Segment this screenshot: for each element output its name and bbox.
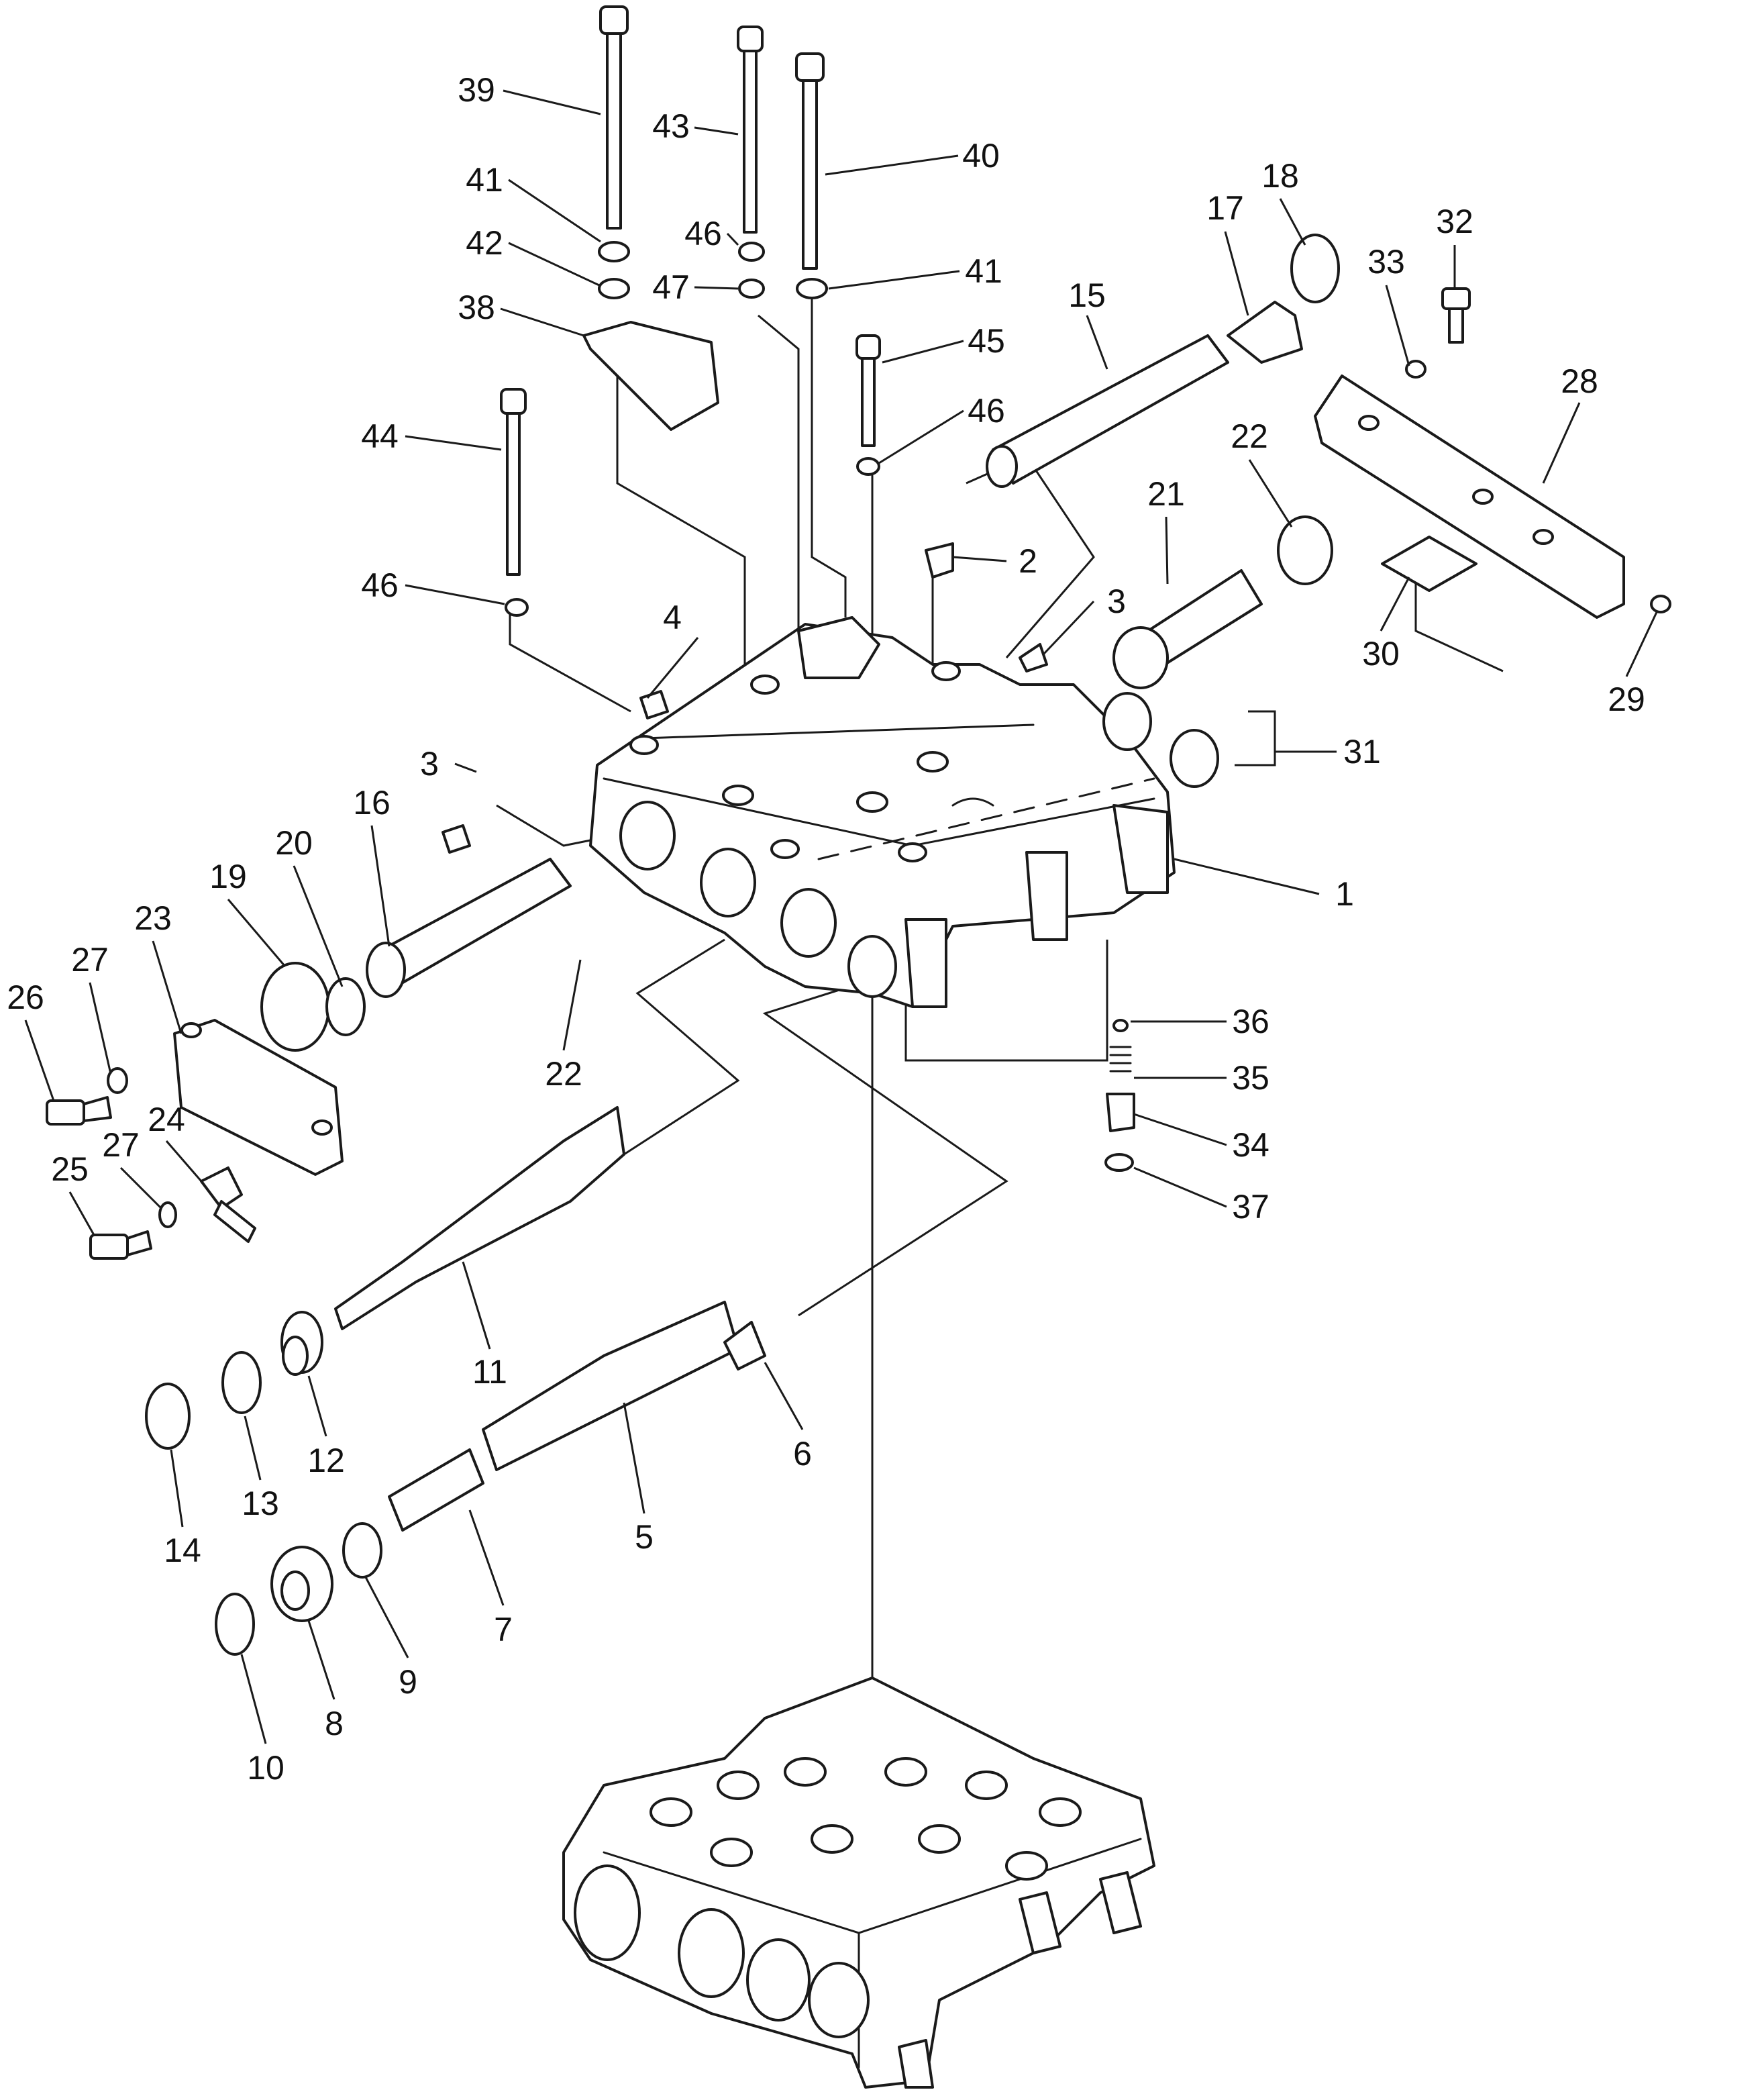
valve-body	[589, 616, 1176, 1008]
washers	[505, 241, 880, 617]
callout-47: 47	[652, 268, 690, 306]
callout-36: 36	[1232, 1003, 1269, 1040]
callout-22b: 22	[545, 1055, 582, 1093]
callout-43: 43	[652, 107, 690, 145]
callout-13: 13	[242, 1485, 279, 1522]
callout-1: 1	[1335, 875, 1354, 913]
callout-9: 9	[399, 1663, 417, 1701]
callout-39: 39	[458, 71, 495, 109]
upper-spools	[442, 234, 1340, 854]
callout-32: 32	[1436, 203, 1473, 240]
callout-41: 41	[466, 161, 503, 199]
callout-29: 29	[1608, 681, 1645, 718]
callout-42: 42	[466, 224, 503, 262]
callout-21: 21	[1147, 475, 1185, 513]
callout-4: 4	[663, 599, 682, 636]
callout-14: 14	[164, 1532, 201, 1569]
bolts	[500, 5, 881, 576]
callout-40: 40	[962, 137, 1000, 174]
callout-11: 11	[472, 1353, 507, 1391]
small-plug-set	[1104, 1019, 1135, 1172]
callout-8: 8	[325, 1705, 344, 1742]
callout-41b: 41	[965, 252, 1002, 290]
callout-27: 27	[71, 941, 109, 979]
callout-27b: 27	[102, 1126, 140, 1164]
callout-3b: 3	[1107, 583, 1126, 620]
callout-35: 35	[1232, 1059, 1269, 1097]
left-parts	[46, 858, 572, 1260]
callout-7: 7	[494, 1611, 513, 1648]
callout-33: 33	[1367, 243, 1405, 281]
cover-plate	[1314, 287, 1671, 619]
callout-37: 37	[1232, 1188, 1269, 1226]
leader-lines	[496, 289, 1504, 1852]
callout-2: 2	[1019, 542, 1037, 580]
callout-22: 22	[1231, 417, 1268, 455]
callout-46: 46	[361, 566, 399, 604]
callout-16: 16	[353, 784, 391, 821]
callout-46c: 46	[968, 392, 1005, 430]
callout-23: 23	[134, 899, 172, 937]
callout-46b: 46	[684, 215, 722, 252]
callout-10: 10	[247, 1749, 284, 1787]
callout-12: 12	[307, 1442, 345, 1479]
lower-spools	[145, 1106, 766, 1656]
callout-19: 19	[209, 858, 247, 895]
callout-18: 18	[1261, 157, 1299, 195]
callout-38: 38	[458, 289, 495, 326]
bracket	[582, 321, 719, 431]
callout-17: 17	[1206, 189, 1244, 227]
callout-31: 31	[1343, 733, 1381, 770]
callout-3: 3	[420, 745, 439, 783]
callout-15: 15	[1068, 277, 1106, 314]
callout-24: 24	[148, 1101, 185, 1138]
callout-45: 45	[968, 322, 1005, 360]
callout-26: 26	[7, 979, 44, 1016]
callout-5: 5	[635, 1518, 654, 1556]
callout-28: 28	[1561, 362, 1598, 400]
label-leaders	[24, 89, 1659, 1744]
lower-manifold	[562, 1677, 1155, 2089]
callout-20: 20	[275, 824, 313, 862]
callout-34: 34	[1232, 1126, 1269, 1164]
callout-25: 25	[51, 1150, 89, 1188]
callout-30: 30	[1362, 635, 1400, 672]
callout-labels: 1 2 3 3 4 5 6 7 8 9 10 11 12 13 14 15 16…	[7, 71, 1645, 1787]
callout-44: 44	[361, 417, 399, 455]
callout-6: 6	[793, 1435, 812, 1473]
